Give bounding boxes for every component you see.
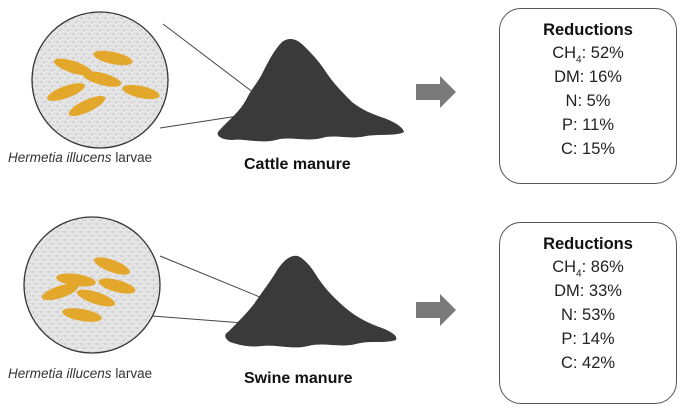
row-label: P — [562, 116, 574, 134]
row-label: P — [561, 330, 573, 348]
larvae-genus: Hermetia illucens — [8, 366, 112, 381]
row-label: DM — [554, 68, 580, 86]
larva — [82, 71, 122, 87]
reduction-row-p: P: 14% — [500, 327, 676, 351]
row-value: : 15% — [572, 140, 616, 158]
reduction-row-n: N: 5% — [500, 89, 676, 113]
row-value: : 86% — [581, 258, 624, 276]
row-label: CH — [552, 258, 577, 276]
swine-illustration — [23, 216, 456, 354]
reduction-row-ch4: CH4: 86% — [500, 255, 676, 279]
zoom-line-upper — [162, 23, 259, 97]
row-value: : 16% — [579, 68, 622, 86]
panel-cattle: Hermetia illucens larvae Cattle manure R… — [0, 0, 685, 205]
row-label: N — [560, 306, 573, 324]
manure-label: Swine manure — [244, 370, 353, 387]
larva — [76, 289, 116, 307]
manure-label: Cattle manure — [244, 156, 351, 173]
larva — [62, 308, 102, 322]
reduction-row-c: C: 42% — [500, 351, 676, 375]
larva — [122, 84, 160, 100]
reduction-row-ch4: CH4: 52% — [500, 41, 676, 65]
larva — [68, 95, 106, 117]
row-value: : 42% — [572, 354, 616, 372]
larva — [93, 50, 133, 66]
larva — [56, 273, 96, 287]
larvae-label: Hermetia illucens larvae — [8, 366, 152, 381]
row-subscript: 4 — [576, 54, 582, 66]
row-label: DM — [554, 282, 580, 300]
row-value: : 14% — [572, 330, 615, 348]
row-label: C — [560, 354, 573, 372]
reduction-row-dm: DM: 33% — [500, 279, 676, 303]
row-value: : 11% — [573, 116, 614, 134]
row-value: : 5% — [577, 92, 611, 110]
reduction-row-n: N: 53% — [500, 303, 676, 327]
manure-pile — [225, 255, 397, 348]
larvae-group — [41, 257, 136, 322]
zoom-line-lower — [159, 115, 239, 129]
row-value: : 52% — [581, 44, 624, 62]
row-label: N — [565, 92, 578, 110]
manure-pile — [217, 39, 404, 142]
larvae-suffix: larvae — [115, 150, 153, 165]
larvae-genus: Hermetia illucens — [8, 150, 112, 165]
larvae-group — [47, 50, 160, 117]
row-subscript: 4 — [576, 268, 582, 280]
larva — [98, 278, 136, 294]
reductions-title: Reductions — [543, 21, 633, 39]
arrow-right-icon — [416, 294, 456, 326]
larva — [41, 283, 79, 301]
larva — [47, 83, 85, 101]
reductions-box: Reductions CH4: 52% DM: 16% N: 5% P: 11%… — [499, 8, 677, 184]
cattle-illustration — [31, 11, 456, 149]
larvae-label: Hermetia illucens larvae — [8, 150, 152, 165]
arrow-right-icon — [416, 76, 456, 108]
zoom-line-upper — [159, 255, 273, 303]
panel-swine: Hermetia illucens larvae Swine manure Re… — [0, 206, 685, 411]
reductions-box: Reductions CH4: 86% DM: 33% N: 53% P: 14… — [499, 222, 677, 404]
row-value: : 33% — [579, 282, 622, 300]
reduction-row-p: P: 11% — [500, 113, 676, 137]
reduction-row-dm: DM: 16% — [500, 65, 676, 89]
larvae-suffix: larvae — [115, 366, 153, 381]
row-value: : 53% — [572, 306, 616, 324]
row-label: CH — [552, 44, 577, 62]
reductions-title: Reductions — [543, 235, 633, 253]
larva — [94, 257, 130, 275]
reduction-row-c: C: 15% — [500, 137, 676, 161]
row-label: C — [560, 140, 573, 158]
larva — [53, 58, 93, 76]
